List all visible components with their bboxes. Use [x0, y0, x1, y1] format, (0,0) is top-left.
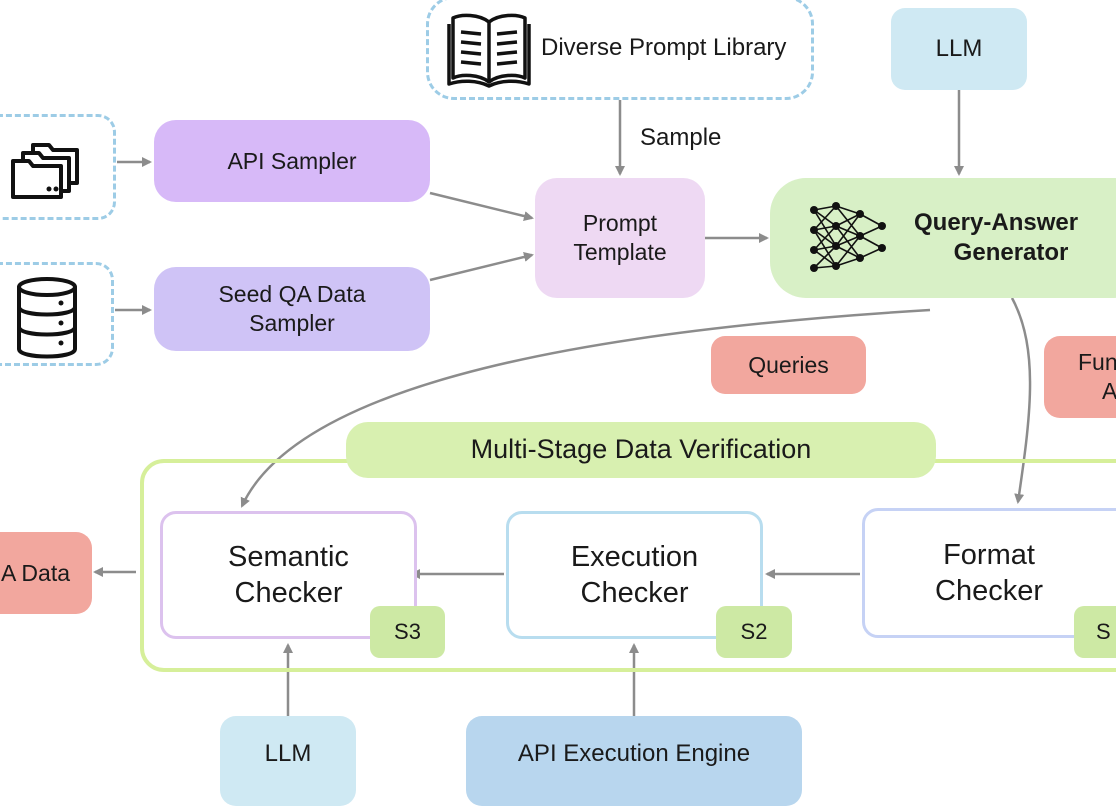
folder-stack-icon	[11, 143, 79, 199]
source-folder-box	[0, 114, 116, 220]
qa-data-label: A Data	[0, 559, 70, 586]
stage-s1-label: S	[1096, 619, 1111, 645]
arrow-generator-to-format-checker	[1010, 297, 1032, 504]
stage-badge-s2: S2	[716, 606, 792, 658]
diverse-prompt-library: Diverse Prompt Library	[426, 0, 814, 100]
execution-line2: Checker	[580, 577, 689, 609]
stage-s2-label: S2	[740, 619, 768, 645]
format-line1: Format	[943, 538, 1035, 571]
seed-qa-data-sampler: Seed QA Data Sampler	[154, 267, 430, 351]
api-sampler-label: API Sampler	[227, 147, 357, 174]
llm-top: LLM	[891, 8, 1027, 90]
func-line1: Fun	[1078, 349, 1116, 376]
stage-s3-label: S3	[394, 619, 421, 645]
library-label: Diverse Prompt Library	[541, 34, 787, 61]
open-book-icon	[447, 13, 531, 88]
seed-sampler-line2: Sampler	[249, 310, 335, 336]
llm-top-label: LLM	[935, 35, 983, 62]
prompt-template-line1: Prompt	[582, 210, 658, 237]
prompt-template: Prompt Template	[535, 178, 705, 298]
function-answers-output: Fun A	[1044, 336, 1116, 418]
func-line2: A	[1102, 378, 1116, 404]
engine-label: API Execution Engine	[517, 740, 751, 767]
llm-bottom: LLM	[220, 716, 356, 806]
qa-data-output: A Data	[0, 532, 92, 614]
queries-label: Queries	[748, 351, 829, 378]
arrow-generator-to-semantic-checker	[240, 308, 931, 508]
format-line2: Checker	[935, 575, 1043, 607]
seed-sampler-line1: Seed QA Data	[218, 281, 366, 308]
neural-network-icon	[810, 202, 886, 272]
prompt-template-line2: Template	[573, 239, 667, 265]
api-execution-engine: API Execution Engine	[466, 716, 802, 806]
verification-title-label: Multi-Stage Data Verification	[470, 434, 812, 465]
source-database-box	[0, 262, 114, 366]
queries-output: Queries	[711, 336, 866, 394]
verification-title: Multi-Stage Data Verification	[346, 422, 936, 478]
api-sampler: API Sampler	[154, 120, 430, 202]
execution-checker: Execution Checker	[506, 511, 763, 639]
sample-edge-label: Sample	[640, 124, 722, 151]
format-checker: Format Checker	[862, 508, 1116, 638]
semantic-line1: Semantic	[228, 540, 349, 573]
query-answer-generator: Query-Answer Generator	[770, 178, 1116, 298]
llm-bottom-label: LLM	[264, 740, 312, 767]
arrow-api-sampler-to-template	[429, 191, 534, 221]
database-icon	[17, 277, 77, 359]
stage-badge-s1: S	[1074, 606, 1116, 658]
stage-badge-s3: S3	[370, 606, 445, 658]
generator-line1: Query-Answer	[914, 209, 1079, 236]
execution-line1: Execution	[570, 540, 699, 573]
semantic-line2: Checker	[234, 577, 343, 609]
arrow-seed-sampler-to-template	[429, 252, 534, 282]
generator-line2: Generator	[953, 239, 1069, 266]
